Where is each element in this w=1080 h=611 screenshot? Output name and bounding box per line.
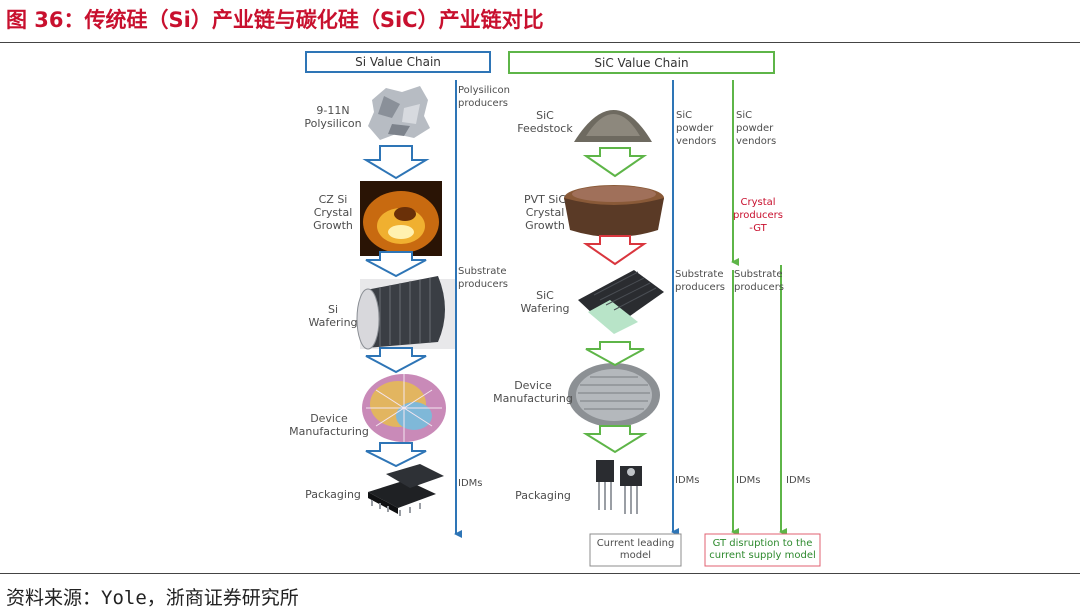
footer-rule: [0, 573, 1080, 574]
gt-role-powder: SiC powder vendors: [736, 110, 777, 147]
si-step-device: Device Manufacturing: [289, 412, 369, 438]
current-role-substrate: Substrate producers: [675, 269, 726, 293]
sic-flow-arrow-4: [582, 425, 648, 454]
source-note: 资料来源：Yole，浙商证券研究所: [6, 587, 299, 609]
current-role-powder: SiC powder vendors: [676, 110, 717, 147]
gt-model-label: GT disruption to the current supply mode…: [709, 538, 816, 561]
si-flow-arrow-3: [365, 347, 427, 374]
device-manufacturing-photo: [362, 374, 446, 442]
current-role-idms: IDMs: [675, 475, 700, 486]
si-wafering-photo: [356, 276, 457, 350]
sic-wafering-photo: [568, 265, 664, 340]
si-header: Si Value Chain: [355, 55, 441, 69]
sic-flow-arrow-3: [585, 341, 645, 367]
sic-header-box: [508, 51, 775, 74]
gt-role-substrate: Substrate producers: [734, 269, 785, 293]
si-role-substrate: Substrate producers: [458, 266, 509, 290]
sic-step-device: Device Manufacturing: [493, 379, 573, 405]
gt-model-box: [704, 533, 821, 567]
si-role-idms: IDMs: [458, 478, 483, 489]
pvt-crystal-growth-photo: [564, 185, 664, 237]
si-step-polysilicon: 9-11N Polysilicon: [304, 104, 362, 130]
si-header-box: [305, 51, 491, 73]
sic-flow-arrow-2-red: [582, 235, 648, 266]
sic-packaging-photo: [596, 460, 642, 514]
si-step-packaging: Packaging: [305, 488, 361, 501]
si-step-crystal-growth: CZ Si Crystal Growth: [313, 193, 353, 232]
si-role-polysilicon: Polysilicon producers: [458, 85, 510, 109]
sic-device-photo: [568, 363, 660, 427]
sic-feedstock-photo: [574, 110, 652, 142]
current-model-label: Current leading model: [596, 538, 675, 561]
sic-step-wafering: SiC Wafering: [520, 289, 570, 315]
gt-role-idms-2: IDMs: [786, 475, 811, 486]
si-flow-arrow-4: [365, 442, 427, 468]
title-rule: [0, 42, 1080, 43]
cz-crystal-growth-photo: [360, 181, 442, 256]
current-model-box: [589, 533, 682, 567]
sic-flow-arrow-1: [582, 147, 648, 178]
sic-step-feedstock: SiC Feedstock: [517, 109, 573, 135]
si-flow-arrow-1: [362, 145, 430, 180]
si-step-wafering: Si Wafering: [308, 303, 358, 329]
sic-header: SiC Value Chain: [594, 56, 689, 70]
gt-role-crystal-producers: Crystal producers -GT: [732, 197, 783, 234]
gt-role-idms-1: IDMs: [736, 475, 761, 486]
polysilicon-photo: [368, 86, 430, 140]
sic-step-packaging: Packaging: [515, 489, 571, 502]
sic-step-crystal-growth: PVT SiC Crystal Growth: [523, 193, 567, 232]
figure-title: 图 36：传统硅（Si）产业链与碳化硅（SiC）产业链对比: [6, 8, 544, 32]
si-flow-arrow-2: [365, 251, 427, 278]
packaging-chips-photo: [368, 464, 444, 516]
